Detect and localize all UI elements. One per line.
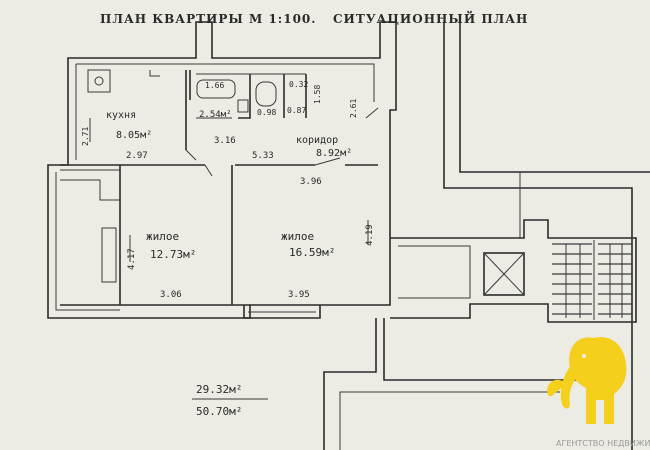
dim-label: 0.32 bbox=[289, 80, 308, 89]
apartment-plan bbox=[47, 21, 397, 319]
dim-label: 3.96 bbox=[300, 177, 322, 187]
living-room-2-area: 16.59м² bbox=[289, 246, 335, 259]
living-area-total: 29.32м² bbox=[196, 383, 242, 396]
dim-label: 3.95 bbox=[288, 290, 310, 300]
dim-label: 3.16 bbox=[214, 136, 236, 146]
dim-label: 3.06 bbox=[160, 290, 182, 300]
living-room-2-name: жилое bbox=[281, 230, 314, 243]
dim-label: 0.98 bbox=[257, 108, 276, 117]
situation-plan-title: СИТУАЦИОННЫЙ ПЛАН bbox=[333, 10, 528, 26]
corridor-area: 8.92м² bbox=[316, 148, 352, 159]
dim-label: 2.97 bbox=[126, 151, 148, 161]
dim-label: 2.61 bbox=[349, 99, 358, 118]
dim-label: 1.58 bbox=[313, 85, 322, 104]
elephant-logo bbox=[547, 337, 627, 424]
dim-label: 4.17 bbox=[127, 248, 137, 270]
watermark-text: АГЕНТСТВО НЕДВИЖИМОСТИ bbox=[556, 439, 650, 448]
dim-label: 1.66 bbox=[205, 81, 224, 90]
total-area: 50.70м² bbox=[196, 405, 242, 418]
kitchen-area: 8.05м² bbox=[116, 130, 152, 141]
dim-label: 4.19 bbox=[365, 224, 375, 246]
dim-label: 0.87 bbox=[287, 106, 306, 115]
dim-label: 2.71 bbox=[81, 127, 90, 146]
situation-plan bbox=[323, 22, 650, 450]
kitchen-name: кухня bbox=[106, 110, 136, 121]
bath-area: 2.54м² bbox=[199, 110, 232, 120]
corridor-name: коридор bbox=[296, 135, 338, 146]
plan-title: ПЛАН КВАРТИРЫ М 1:100. bbox=[100, 12, 316, 26]
living-room-1-name: жилое bbox=[146, 230, 179, 243]
dim-label: 5.33 bbox=[252, 151, 274, 161]
living-room-1-area: 12.73м² bbox=[150, 248, 196, 261]
